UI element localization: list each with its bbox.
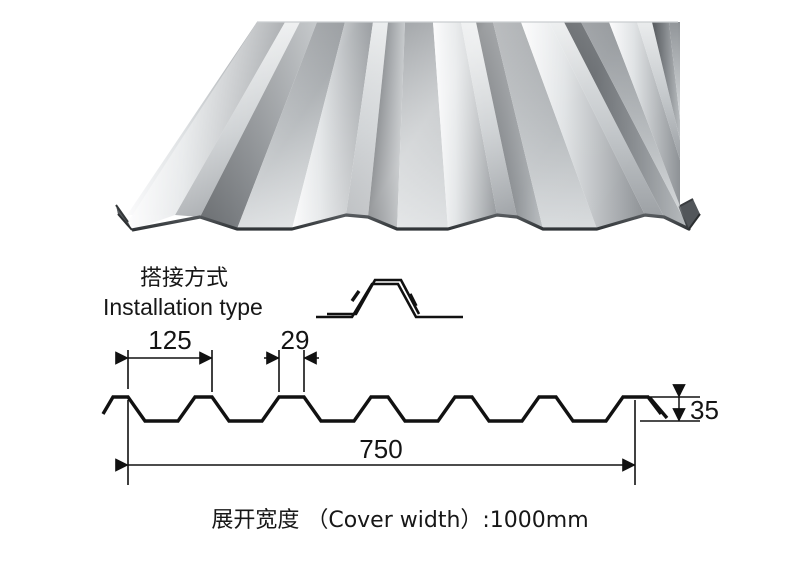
leader-slash	[648, 396, 669, 420]
dimension-height-35: 35	[640, 384, 719, 425]
dimension-label-125: 125	[148, 325, 191, 355]
installation-title-cn: 搭接方式	[140, 266, 228, 291]
lap-tick-right	[408, 293, 418, 307]
dimension-crest-29: 29	[264, 325, 319, 392]
cross-section-profile	[101, 395, 663, 423]
dimension-label-35: 35	[690, 395, 719, 425]
cover-width-caption: 展开宽度 （Cover width）:1000mm	[211, 508, 588, 533]
dimension-cover-750: 750	[115, 400, 636, 485]
over-sheet-profile	[327, 278, 421, 316]
profile-polyline	[101, 395, 663, 423]
lap-tick-left	[350, 290, 361, 302]
dimension-label-750: 750	[359, 434, 402, 464]
installation-title-en: Installation type	[103, 294, 263, 320]
installation-detail-drawing	[316, 278, 463, 319]
under-sheet-profile	[316, 282, 463, 319]
dimension-pitch-125: 125	[115, 325, 213, 392]
dimension-label-29: 29	[281, 325, 310, 355]
